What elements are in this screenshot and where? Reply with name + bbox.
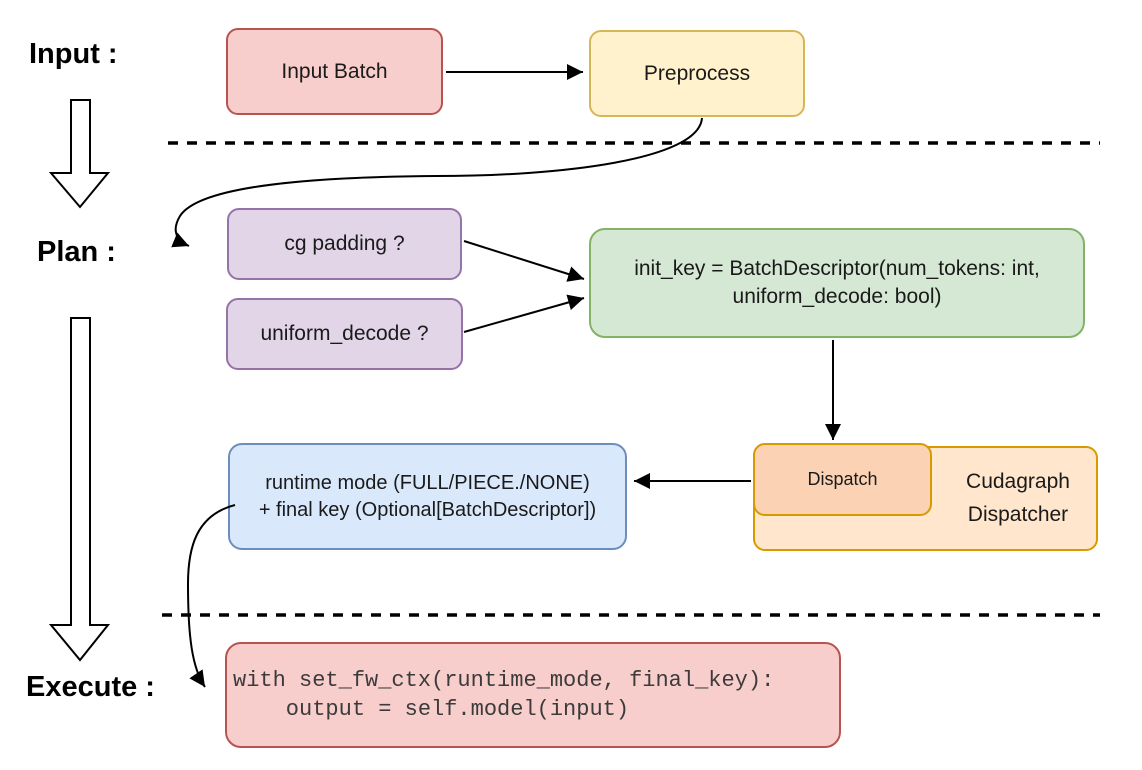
execute-code-node: with set_fw_ctx(runtime_mode, final_key)… <box>225 642 841 748</box>
uniform-decode-label: uniform_decode ? <box>260 322 429 346</box>
arrow-uniform-decode-to-init-key <box>463 294 585 333</box>
execute-stage-label: Execute : <box>26 671 155 703</box>
execute-code-line1: with set_fw_ctx(runtime_mode, final_key)… <box>233 668 775 693</box>
dispatch-node: Dispatch <box>753 443 932 516</box>
init-key-node: init_key = BatchDescriptor(num_tokens: i… <box>589 228 1085 338</box>
plan-to-execute-arrow-icon <box>48 317 111 662</box>
plan-stage-label: Plan : <box>37 236 116 268</box>
input-batch-node: Input Batch <box>226 28 443 115</box>
cg-padding-node: cg padding ? <box>227 208 462 280</box>
runtime-mode-line2: + final key (Optional[BatchDescriptor]) <box>258 498 597 521</box>
input-to-plan-arrow-icon <box>48 99 111 209</box>
init-key-line1: init_key = BatchDescriptor(num_tokens: i… <box>634 257 1040 281</box>
cudagraph-dispatcher-label: Cudagraph Dispatcher <box>966 469 1070 526</box>
cg-padding-label: cg padding ? <box>284 232 405 256</box>
dispatch-label: Dispatch <box>807 468 878 489</box>
runtime-mode-line1: runtime mode (FULL/PIECE./NONE) <box>265 472 590 495</box>
preprocess-node: Preprocess <box>589 30 805 117</box>
preprocess-label: Preprocess <box>643 61 751 85</box>
input-batch-label: Input Batch <box>281 59 388 83</box>
input-stage-label: Input : <box>29 38 118 70</box>
arrow-cg-padding-to-init-key <box>463 240 585 282</box>
uniform-decode-node: uniform_decode ? <box>226 298 463 370</box>
init-key-line2: uniform_decode: bool) <box>732 285 942 308</box>
execute-code-line2: output = self.model(input) <box>233 697 630 722</box>
runtime-mode-node: runtime mode (FULL/PIECE./NONE) + final … <box>228 443 627 550</box>
